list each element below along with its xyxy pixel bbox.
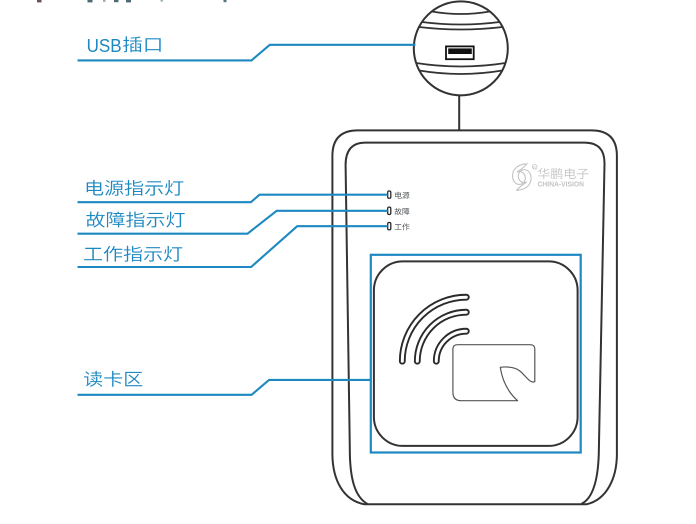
svg-text:R: R bbox=[533, 165, 536, 169]
svg-text:CHINA-VISION: CHINA-VISION bbox=[538, 179, 585, 188]
svg-text:USB: USB bbox=[87, 35, 122, 56]
